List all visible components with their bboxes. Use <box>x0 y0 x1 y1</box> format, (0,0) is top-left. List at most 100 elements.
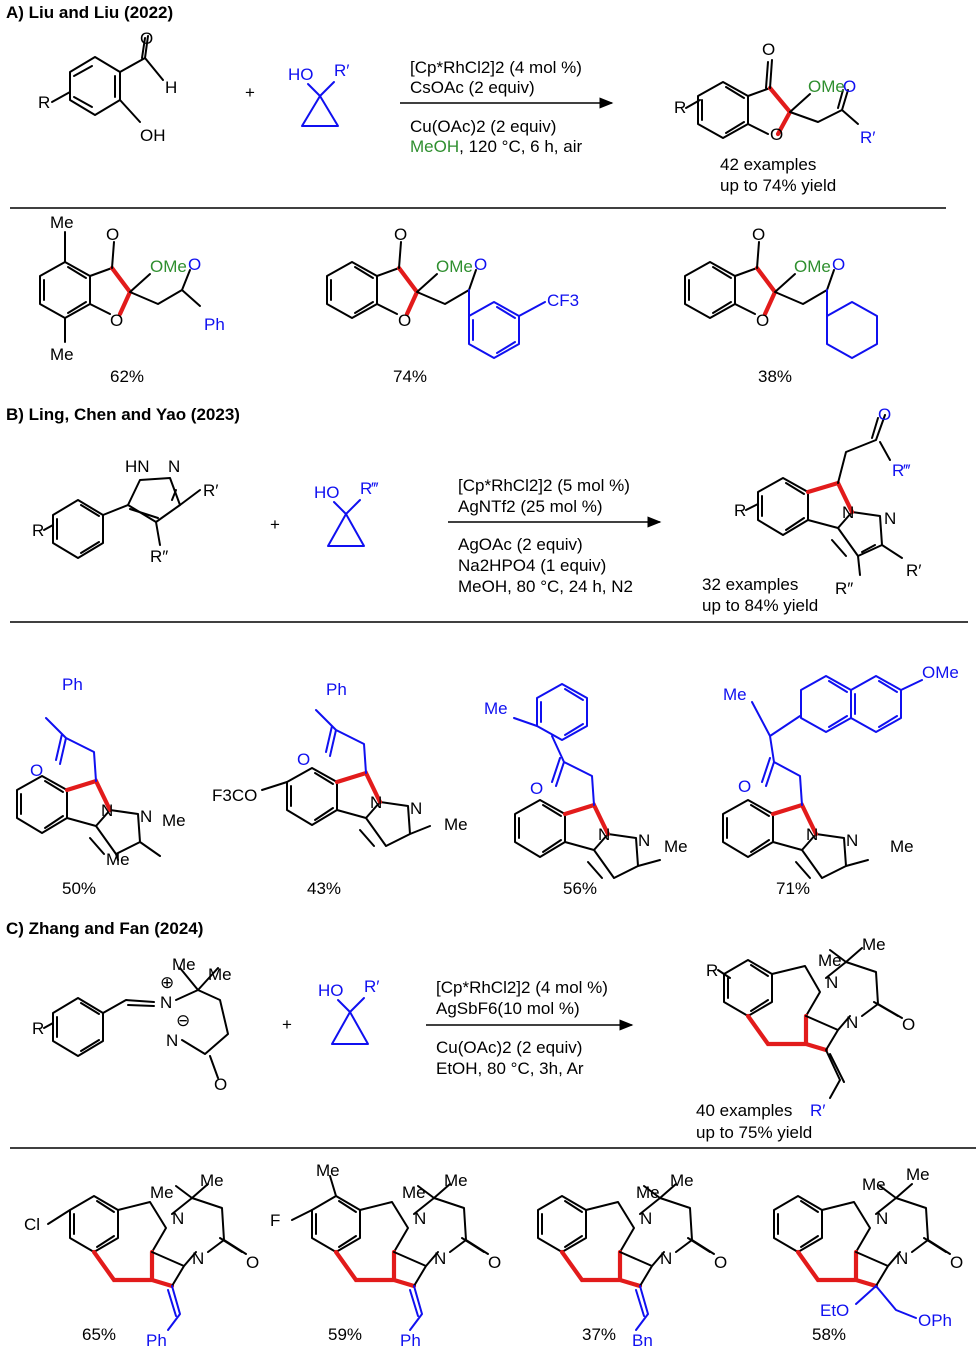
section-a-heading: A) Liu and Liu (2022) <box>6 3 173 22</box>
label-n: N <box>370 793 382 812</box>
product-b-structure: O R‴ N N R′ R″ R <box>734 405 921 598</box>
label-me: Me <box>862 1175 886 1194</box>
label-n: N <box>846 1013 858 1032</box>
summary-examples: 40 examples <box>696 1101 792 1120</box>
label-me: Me <box>890 837 914 856</box>
label-o: O <box>832 255 845 274</box>
label-ome: OMe <box>922 663 959 682</box>
label-o: O <box>398 311 411 330</box>
label-o: O <box>950 1253 963 1272</box>
label-o: O <box>106 225 119 244</box>
label-me: Me <box>316 1161 340 1180</box>
label-n: N <box>434 1249 446 1268</box>
plus-charge: ⊕ <box>160 973 174 992</box>
label-o: O <box>140 29 153 48</box>
label-me: Me <box>484 699 508 718</box>
label-r-double-prime: R″ <box>150 547 168 566</box>
yield-c2: 59% <box>328 1325 362 1344</box>
label-ketone-o: O <box>762 40 775 59</box>
label-r-double-prime: R″ <box>835 579 853 598</box>
label-me: Me <box>106 850 130 869</box>
yield-c4: 58% <box>812 1325 846 1344</box>
label-cl: Cl <box>24 1215 40 1234</box>
label-f3co: F3CO <box>212 786 257 805</box>
cyclopropanol-structure: HO R′ <box>318 977 379 1045</box>
condition-catalyst: [Cp*RhCl2]2 (4 mol %) <box>410 58 582 77</box>
label-o: O <box>878 405 891 424</box>
label-hn: HN <box>125 457 150 476</box>
label-eto: EtO <box>820 1301 849 1320</box>
label-o: O <box>214 1075 227 1094</box>
section-b-heading: B) Ling, Chen and Yao (2023) <box>6 405 240 424</box>
label-n: N <box>846 831 858 850</box>
label-ho: HO <box>288 65 314 84</box>
condition-base: Na2HPO4 (1 equiv) <box>458 556 606 575</box>
label-r-prime: R′ <box>906 561 921 580</box>
label-ph: Ph <box>326 680 347 699</box>
yield-a3: 38% <box>758 367 792 386</box>
label-r: R <box>706 961 718 980</box>
label-ph: Ph <box>146 1331 167 1350</box>
conditions-a: [Cp*RhCl2]2 (4 mol %) CsOAc (2 equiv) Cu… <box>400 58 614 156</box>
section-a: A) Liu and Liu (2022) O H OH R + HO R′ [… <box>6 3 946 386</box>
condition-catalyst: [Cp*RhCl2]2 (5 mol %) <box>458 476 630 495</box>
label-o: O <box>394 225 407 244</box>
summary-yield: up to 74% yield <box>720 176 836 195</box>
label-o: O <box>714 1253 727 1272</box>
label-o: O <box>246 1253 259 1272</box>
label-o: O <box>297 750 310 769</box>
label-ph: Ph <box>204 315 225 334</box>
label-r-prime: R′ <box>203 481 218 500</box>
condition-solvent-line: MeOH, 120 °C, 6 h, air <box>410 137 582 156</box>
minus-charge: ⊖ <box>176 1011 190 1030</box>
summary-examples: 42 examples <box>720 155 816 174</box>
label-n-plus: N <box>160 993 172 1012</box>
label-n: N <box>876 1209 888 1228</box>
conditions-b: [Cp*RhCl2]2 (5 mol %) AgNTf2 (25 mol %) … <box>448 476 662 596</box>
label-ph: Ph <box>400 1331 421 1350</box>
plus-sign: + <box>282 1015 292 1034</box>
condition-additive: AgNTf2 (25 mol %) <box>458 497 603 516</box>
label-me: Me <box>723 685 747 704</box>
example-a3: O O OMe O 38% <box>684 225 878 386</box>
label-me: Me <box>444 815 468 834</box>
label-me: Me <box>906 1165 930 1184</box>
label-n: N <box>140 807 152 826</box>
label-n: N <box>598 825 610 844</box>
label-o: O <box>110 311 123 330</box>
label-n: N <box>660 1249 672 1268</box>
label-r-prime: R′ <box>364 977 379 996</box>
example-c4: N N Me Me O EtO OPh 58% <box>773 1165 963 1344</box>
label-r-triple-prime: R‴ <box>360 479 378 498</box>
salicylaldehyde-structure: O H OH R <box>38 29 177 145</box>
label-o: O <box>752 225 765 244</box>
label-r: R <box>32 521 44 540</box>
example-c1: Cl N N Me Me O Ph 65% <box>24 1171 259 1350</box>
label-n-minus: N <box>166 1031 178 1050</box>
condition-solvent: EtOH, 80 °C, 3h, Ar <box>436 1059 584 1078</box>
label-ome: OMe <box>436 257 473 276</box>
summary-yield: up to 75% yield <box>696 1123 812 1142</box>
solvent-meoh: MeOH <box>410 137 459 156</box>
label-n: N <box>414 1209 426 1228</box>
condition-oxidant: Cu(OAc)2 (2 equiv) <box>410 117 556 136</box>
product-a-structure: O O OMe O R′ R <box>674 40 875 147</box>
example-a1: Me Me O O OMe O Ph 62% <box>39 213 225 386</box>
product-c-structure: N N Me Me O R′ R <box>706 935 915 1120</box>
label-n: N <box>168 457 180 476</box>
plus-sign: + <box>270 515 280 534</box>
label-r-prime: R′ <box>810 1101 825 1120</box>
label-o: O <box>474 255 487 274</box>
label-r: R <box>674 98 686 117</box>
conditions-c: [Cp*RhCl2]2 (4 mol %) AgSbF6(10 mol %) C… <box>426 978 634 1078</box>
label-n: N <box>172 1209 184 1228</box>
label-n: N <box>192 1249 204 1268</box>
label-n: N <box>101 801 113 820</box>
yield-c1: 65% <box>82 1325 116 1344</box>
section-c: C) Zhang and Fan (2024) N N ⊕ ⊖ Me Me O … <box>6 919 976 1350</box>
label-ho: HO <box>318 981 344 1000</box>
label-ome: OMe <box>150 257 187 276</box>
label-h: H <box>165 78 177 97</box>
label-acyl-o: O <box>843 77 856 96</box>
label-r-triple-prime: R‴ <box>892 461 910 480</box>
